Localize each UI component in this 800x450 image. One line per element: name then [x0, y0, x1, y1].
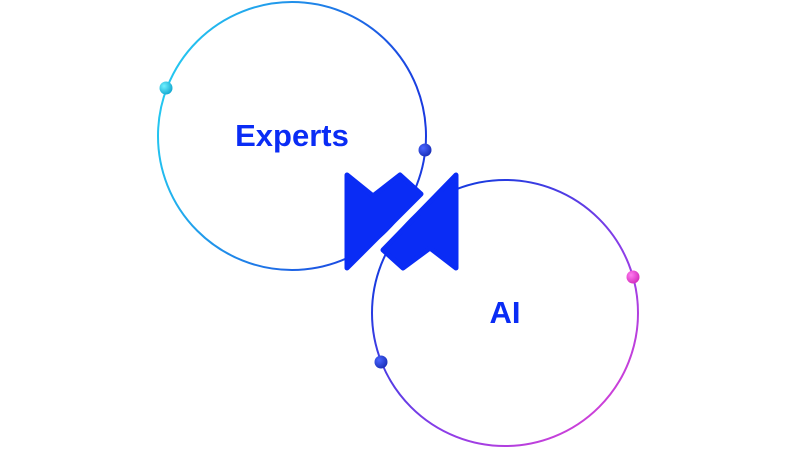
experts-circle [157, 1, 427, 271]
pink-dot-icon [626, 270, 640, 284]
cyan-dot-icon [159, 81, 173, 95]
blue-dot-icon [418, 143, 432, 157]
experts-label: Experts [235, 118, 349, 153]
ai-circle [371, 179, 639, 447]
blue-dot-icon [374, 355, 388, 369]
ai-label: AI [489, 295, 521, 330]
logo-icon [344, 172, 459, 271]
